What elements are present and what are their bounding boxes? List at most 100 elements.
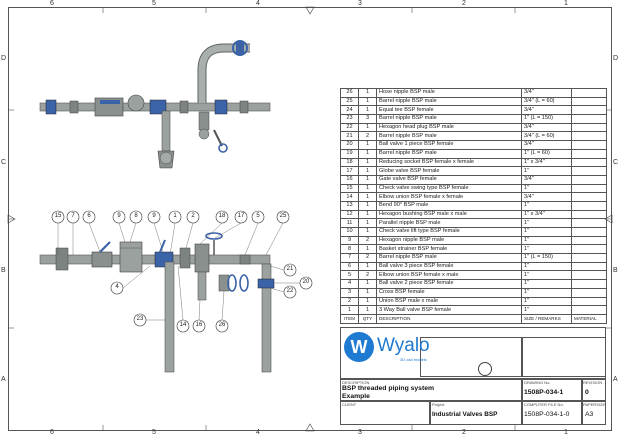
- zone-left-a: A: [1, 376, 6, 383]
- bom-cell-desc: Globe valve BSP female: [376, 166, 522, 176]
- bom-cell-material: [571, 148, 607, 159]
- bom-cell-desc: Ball valve 2 piece BSP female: [376, 279, 522, 289]
- bom-cell-material: [571, 253, 607, 263]
- zone-right-b: B: [613, 267, 618, 274]
- bom-cell-qty: 2: [358, 131, 377, 142]
- bom-cell-size: 3/4": [521, 174, 572, 185]
- bom-cell-item: 15: [340, 183, 359, 194]
- revision-cell: [582, 379, 606, 401]
- zone-top-4: 4: [256, 0, 260, 7]
- balloon-14: 14: [179, 322, 187, 328]
- bom-cell-desc: Elbow union BSP female x male: [376, 270, 522, 281]
- bom-cell-qty: 2: [358, 253, 377, 263]
- bom-cell-size: 1": [521, 279, 572, 289]
- bom-cell-size: 3/4": [521, 88, 572, 98]
- bom-cell-qty: 1: [358, 287, 377, 298]
- bom-cell-size: 1": [521, 227, 572, 237]
- balloon-21: 21: [286, 266, 294, 272]
- bom-cell-qty: 1: [358, 157, 377, 168]
- bom-cell-size: 1" (L = 150): [521, 114, 572, 124]
- bom-cell-item: 19: [340, 148, 359, 159]
- zone-top-5: 5: [152, 0, 156, 7]
- bom-cell-size: 3/4": [521, 105, 572, 116]
- bom-cell-item: 24: [340, 105, 359, 116]
- description-cell: [340, 379, 522, 401]
- bom-cell-desc: 3 Way Ball valve BSP female: [376, 305, 522, 315]
- bom-cell-qty: 1: [358, 209, 377, 220]
- bom-cell-desc: Barrel nipple BSP male: [376, 131, 522, 142]
- top-view: [39, 40, 271, 169]
- bom-cell-size: 1": [521, 235, 572, 246]
- zone-left-d: D: [1, 55, 7, 62]
- zone-bottom-4: 4: [256, 429, 260, 436]
- bom-cell-desc: Gate valve BSP female: [376, 174, 522, 185]
- papersize-label: PAPERSIZE: [583, 402, 606, 407]
- balloon-1: 1: [173, 213, 177, 219]
- balloon-6: 6: [87, 213, 91, 219]
- bom-cell-size: 3/4": [521, 122, 572, 133]
- bom-cell-qty: 1: [358, 279, 377, 289]
- bom-cell-item: 3: [340, 287, 359, 298]
- bom-cell-material: [571, 270, 607, 281]
- bom-cell-item: 9: [340, 235, 359, 246]
- bom-cell-item: 17: [340, 166, 359, 176]
- bom-cell-size: 1" x 3/4": [521, 209, 572, 220]
- bom-cell-size: 1" (L = 60): [521, 148, 572, 159]
- bom-cell-desc: Cross BSP female: [376, 287, 522, 298]
- bom-cell-desc: Bend 90° BSP male: [376, 200, 522, 211]
- bom-cell-desc: Hose nipple BSP male: [376, 88, 522, 98]
- bom-cell-desc: Hexagon nipple BSP male: [376, 235, 522, 246]
- computer-file-label: COMPUTER FILE No.: [524, 402, 564, 407]
- bom-cell-size: 3/4": [521, 140, 572, 150]
- bom-cell-item: 25: [340, 96, 359, 107]
- bom-cell-size: 3/4" (L = 60): [521, 131, 572, 142]
- bom-cell-material: [571, 183, 607, 194]
- bom-cell-desc: Check valve lift type BSP female: [376, 227, 522, 237]
- description-value: BSP threaded piping system Example: [342, 385, 435, 400]
- bom-cell-material: [571, 88, 607, 98]
- zone-left-b: B: [1, 267, 6, 274]
- bom-cell-desc: Barrel nipple BSP male: [376, 253, 522, 263]
- bom-cell-item: 1: [340, 305, 359, 315]
- bom-cell-size: 3/4" (L = 60): [521, 96, 572, 107]
- bom-cell-material: [571, 96, 607, 107]
- client-cell: [340, 401, 430, 425]
- bom-header-material: MATERIAL: [571, 313, 607, 324]
- zone-right-a: A: [613, 376, 618, 383]
- bom-cell-size: 1": [521, 200, 572, 211]
- bom-cell-qty: 1: [358, 218, 377, 228]
- zone-right-d: D: [613, 55, 619, 62]
- bom-header-size: SIZE / REMARKS: [521, 313, 572, 324]
- drawing-no-value: 1508P-034-1: [524, 389, 564, 396]
- description-label: DESCRIPTION: [342, 380, 370, 385]
- balloon-17: 17: [237, 213, 245, 219]
- zone-right-c: C: [613, 159, 619, 166]
- computer-file-value: 1508P-034-1-0: [524, 411, 570, 418]
- balloon-5: 5: [256, 213, 260, 219]
- balloon-25: 25: [279, 213, 287, 219]
- bom-cell-item: 23: [340, 114, 359, 124]
- balloon-18: 18: [218, 213, 226, 219]
- bom-cell-material: [571, 166, 607, 176]
- bom-cell-item: 7: [340, 253, 359, 263]
- bom-cell-qty: 1: [358, 88, 377, 98]
- balloon-20: 20: [302, 279, 310, 285]
- balloon-15: 15: [54, 213, 62, 219]
- bom-cell-size: 1": [521, 183, 572, 194]
- bom-cell-desc: Ball valve 1 piece BSP female: [376, 140, 522, 150]
- papersize-value: A3: [585, 411, 594, 418]
- zone-top-1: 1: [564, 0, 568, 7]
- bom-cell-desc: Union BSP male x male: [376, 296, 522, 307]
